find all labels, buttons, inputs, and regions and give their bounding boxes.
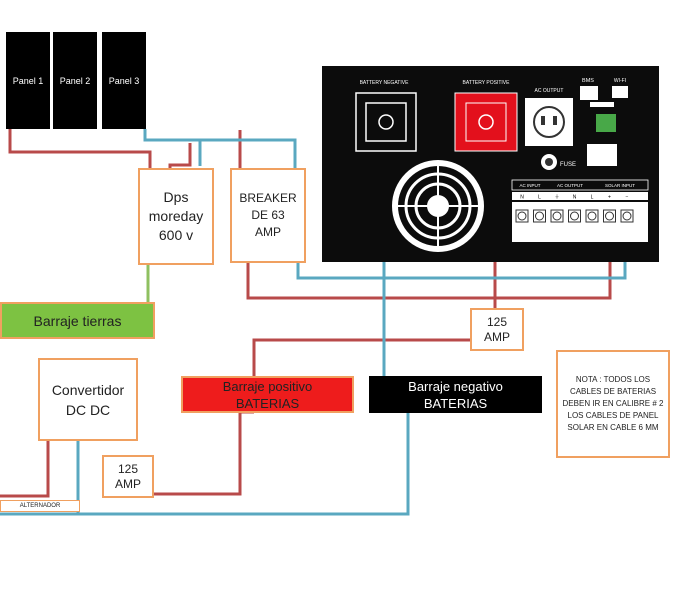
wifi-port-icon [612, 86, 628, 98]
panel-1-label: Panel 1 [12, 76, 44, 86]
barraje-positivo-line-2: BATERIAS [235, 395, 300, 411]
terminal-screw-head-icon [605, 211, 614, 221]
battery-negative-terminal-icon [378, 114, 394, 130]
terminal-screw-head-icon [570, 211, 579, 221]
terminal-label: − [626, 195, 629, 201]
terminal-screw-head-icon [517, 211, 527, 221]
ac-output-top-label: AC OUTPUT [535, 88, 564, 94]
amp-top-line-2: AMP [483, 329, 510, 344]
nota-line-1: NOTA : TODOS LOS [575, 375, 651, 384]
solar-panel-2: Panel 2 [53, 32, 97, 129]
terminal-screw-head-icon [535, 211, 544, 221]
breaker-line-2: DE 63 [251, 208, 285, 222]
wire-panel1-dps [8, 129, 152, 170]
wire-panel-dps-red [168, 143, 192, 170]
terminal-screw-head-icon [552, 211, 562, 221]
ac-output-label: AC OUTPUT [557, 183, 583, 188]
alternador-box: ALTERNADOR [0, 500, 80, 512]
terminal-label: + [608, 195, 611, 201]
barraje-positivo-line-1: Barraje positivo [222, 378, 313, 394]
nota-line-4: LOS CABLES DE PANEL [567, 411, 659, 420]
barraje-tierras-label: Barraje tierras [33, 312, 122, 329]
nota-box: NOTA : TODOS LOS CABLES DE BATERIAS DEBE… [556, 350, 670, 458]
convertidor-line-2: DC DC [65, 401, 111, 418]
wire-panel2-dps [143, 129, 202, 166]
barraje-tierras-box: Barraje tierras [0, 302, 155, 339]
barraje-negativo-line-2: BATERIAS [423, 395, 488, 411]
dps-line-2: moreday [148, 208, 204, 224]
wire-barraje-neg-convertidor [76, 412, 410, 516]
battery-positive-label: BATTERY POSITIVE [463, 80, 511, 86]
terminal-labels: N L ⏚ N L + − [520, 194, 628, 201]
solar-panel-3: Panel 3 [102, 32, 146, 129]
nota-line-3: DEBEN IR EN CALIBRE # 2 [562, 399, 664, 408]
wifi-label: WI-FI [614, 78, 626, 84]
wire-barraje-pos-amp-bottom [148, 410, 254, 496]
terminal-screw-head-icon [622, 211, 632, 221]
fuse-label: FUSE [560, 162, 576, 168]
nota-line-2: CABLES DE BATERIAS [569, 387, 657, 396]
dps-line-3: 600 v [158, 227, 194, 243]
warning-label-icon [587, 144, 617, 166]
amp-bottom-line-2: AMP [114, 476, 141, 491]
ac-input-label: AC INPUT [519, 183, 540, 188]
bms-label: BMS [582, 78, 594, 84]
fuse-125-amp-bottom: 125 AMP [102, 455, 154, 498]
alternador-label: ALTERNADOR [19, 503, 61, 509]
barraje-negativo-box: Barraje negativo BATERIAS [369, 376, 542, 413]
breaker-line-3: AMP [254, 225, 281, 239]
convertidor-line-1: Convertidor [51, 381, 125, 398]
wire-amp-barraje-pos [252, 338, 470, 376]
breaker-box: BREAKER DE 63 AMP [230, 168, 306, 263]
battery-negative-label: BATTERY NEGATIVE [360, 80, 409, 86]
bms-connector-icon [596, 114, 616, 132]
battery-positive-terminal-icon [478, 114, 494, 130]
terminal-screws [515, 209, 634, 223]
amp-bottom-line-1: 125 [117, 461, 139, 476]
terminal-label: L [538, 195, 541, 201]
breaker-line-1: BREAKER [239, 191, 297, 205]
amp-top-line-1: 125 [486, 314, 508, 329]
terminal-label: ⏚ [554, 194, 559, 201]
dps-box: Dps moreday 600 v [138, 168, 214, 265]
ac-socket-icon [525, 98, 573, 146]
terminal-label: N [573, 195, 577, 201]
panel-3-label: Panel 3 [108, 76, 140, 86]
wire-convertidor-alternador [0, 440, 50, 498]
terminal-screw-head-icon [587, 211, 597, 221]
bms-port-icon [580, 86, 598, 100]
barraje-negativo-line-1: Barraje negativo [408, 378, 503, 394]
nota-line-5: SOLAR EN CABLE 6 MM [567, 423, 659, 432]
dps-line-1: Dps [163, 189, 189, 205]
inverter: BATTERY NEGATIVE BATTERY POSITIVE AC OUT… [322, 66, 659, 262]
solar-input-label: SOLAR INPUT [605, 183, 635, 188]
terminal-label: N [520, 195, 524, 201]
solar-panel-1: Panel 1 [6, 32, 50, 129]
wire-breaker-solar-pos [246, 228, 612, 300]
fuse-125-amp-top: 125 AMP [470, 308, 524, 351]
terminal-label: L [591, 195, 594, 201]
convertidor-box: Convertidor DC DC [38, 358, 138, 441]
wire-panel-breaker-blue [200, 138, 297, 170]
barraje-positivo-box: Barraje positivo BATERIAS [181, 376, 354, 413]
panel-2-label: Panel 2 [59, 76, 91, 86]
